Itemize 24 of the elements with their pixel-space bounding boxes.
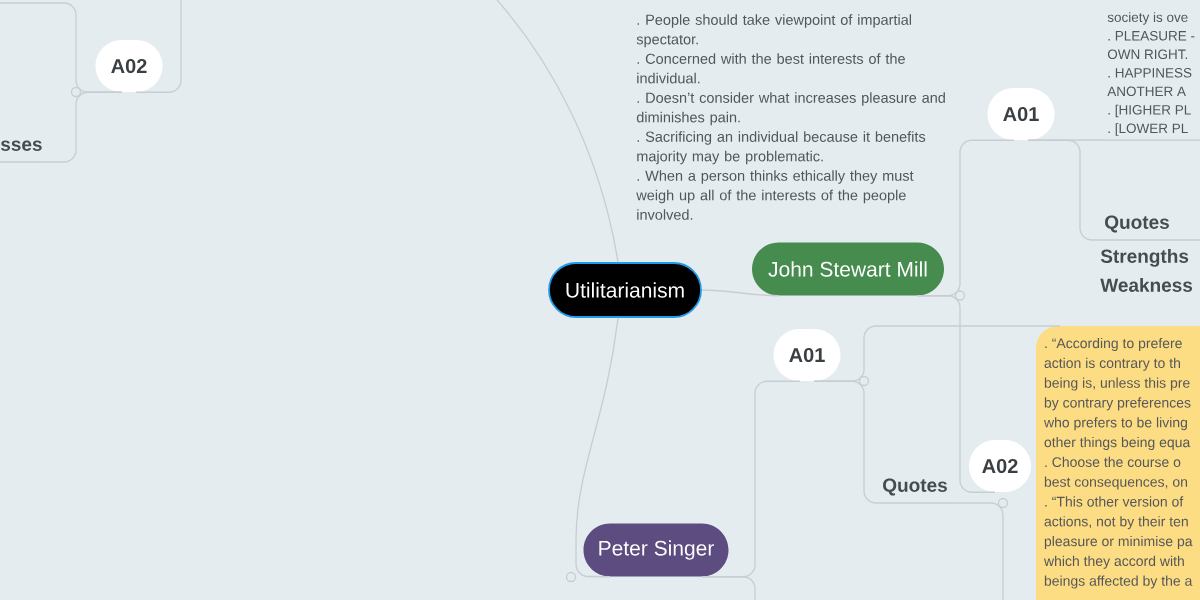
- connector-line: [1027, 139, 1105, 241]
- connector-line: [701, 289, 780, 297]
- connector-line: [916, 295, 996, 493]
- connector-line: [135, 0, 182, 93]
- connector-line: [701, 576, 756, 600]
- topic-heading: Strengths: [1100, 248, 1189, 267]
- connector-line: [947, 502, 1004, 600]
- topic-pill: John Stewart Mill: [752, 242, 944, 296]
- connector-line: [813, 380, 883, 504]
- topic-heading: Weakness: [1100, 277, 1193, 292]
- quote-box: . “According to prefere action is contrary to th being is, unless this pre by contrary preferences who prefers to be living other things being equa . Choose the course o best consequences, on . “This other version of actions, not by their ten pleasure or minimise pa which they accord with beings affected by the a: [1036, 326, 1200, 600]
- subtopic-pill: A01: [773, 329, 841, 381]
- subtopic-pill: A01: [987, 88, 1055, 140]
- connector-line: [496, 0, 619, 263]
- connector-line: [575, 317, 619, 578]
- connector-line: [0, 2, 123, 93]
- note-text: . People should take viewpoint of impartial spectator. . Concerned with the best interests of the individual. . Doesn’t consider what increases pleasure and diminishes pain. . Sacrificing an individual because it benefits majority may be problematic. . When a person thinks ethically they must weigh up all of the interests of the people involved.: [636, 14, 945, 220]
- central-topic: Utilitarianism: [548, 262, 702, 318]
- subtopic-pill: A02: [95, 40, 163, 92]
- topic-heading: Quotes: [1103, 215, 1200, 241]
- subtopic-pill: A02: [969, 440, 1031, 492]
- topic-heading: sses: [0, 140, 44, 163]
- topic-heading: Quotes: [881, 478, 949, 504]
- note-text: society is ove . PLEASURE - OWN RIGHT. . HAPPINESS ANOTHER A . [HIGHER PL . [LOWER PL: [1102, 12, 1200, 141]
